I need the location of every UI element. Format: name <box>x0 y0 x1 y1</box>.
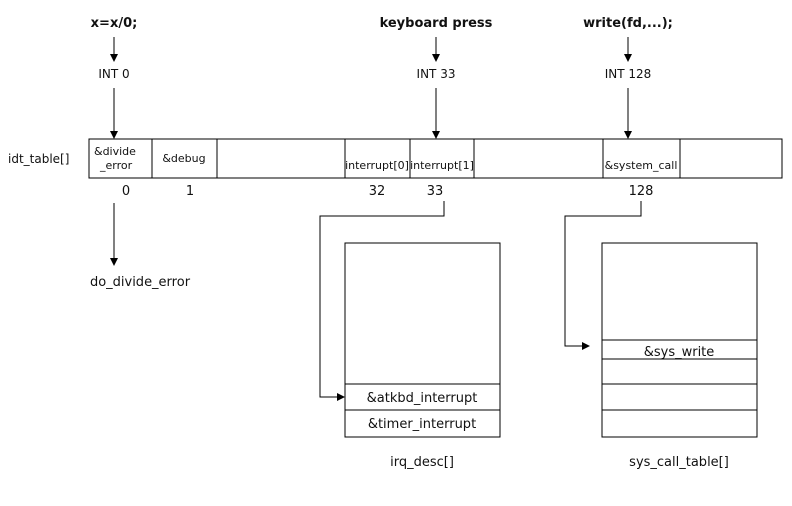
idt-table <box>88 138 783 179</box>
idt-index-32: 32 <box>369 184 386 199</box>
idt-index-128: 128 <box>629 184 654 199</box>
idt-index-0: 0 <box>122 184 130 199</box>
sys-call-table-body <box>601 242 758 341</box>
irq-desc-body <box>344 242 501 385</box>
irq-desc-atkbd-text: &atkbd_interrupt <box>367 391 478 406</box>
idt-cell-interrupt1-text: interrupt[1] <box>410 159 474 172</box>
idt-cell-interrupt0-text: interrupt[0] <box>345 159 409 172</box>
sys-call-table-entry-blank-2 <box>601 383 758 411</box>
idt-cell-interrupt-1 <box>409 138 475 179</box>
event-write-label: write(fd,...); <box>583 16 673 31</box>
int0-label: INT 0 <box>98 67 129 81</box>
idt-cell-divide-text-1: &divide <box>94 145 136 158</box>
irq-desc-entry-timer <box>344 409 501 438</box>
arrow-idt33-to-irq-desc <box>319 201 445 401</box>
idt-index-1: 1 <box>186 184 194 199</box>
int128-label: INT 128 <box>605 67 652 81</box>
irq-desc-table <box>344 242 501 438</box>
idt-cell-empty-2 <box>473 138 604 179</box>
idt-table-label: idt_table[] <box>8 152 69 166</box>
event-keyboard-label: keyboard press <box>380 16 493 31</box>
idt-index-33: 33 <box>427 184 444 199</box>
do-divide-error-label: do_divide_error <box>90 275 191 290</box>
idt-cell-divide-text-2: _error <box>99 159 133 172</box>
sys-call-table-sys-write-text: &sys_write <box>644 345 715 360</box>
irq-desc-label: irq_desc[] <box>390 455 454 470</box>
idt-cell-divide-error <box>88 138 153 179</box>
event-divide-label: x=x/0; <box>91 16 138 31</box>
irq-desc-timer-text: &timer_interrupt <box>368 417 476 432</box>
idt-cell-system-call <box>602 138 681 179</box>
idt-cell-system-call-text: &system_call <box>605 159 678 172</box>
idt-cell-empty-1 <box>216 138 346 179</box>
sys-call-table <box>601 242 758 438</box>
sys-call-table-entry-blank-1 <box>601 358 758 385</box>
int33-label: INT 33 <box>417 67 456 81</box>
idt-cell-debug-text: &debug <box>162 152 205 165</box>
idt-cell-empty-3 <box>679 138 783 179</box>
sys-call-table-label: sys_call_table[] <box>629 455 729 470</box>
arrow-idt128-to-sys-call-table <box>564 201 642 350</box>
idt-cell-interrupt-0 <box>344 138 411 179</box>
sys-call-table-entry-blank-3 <box>601 409 758 438</box>
